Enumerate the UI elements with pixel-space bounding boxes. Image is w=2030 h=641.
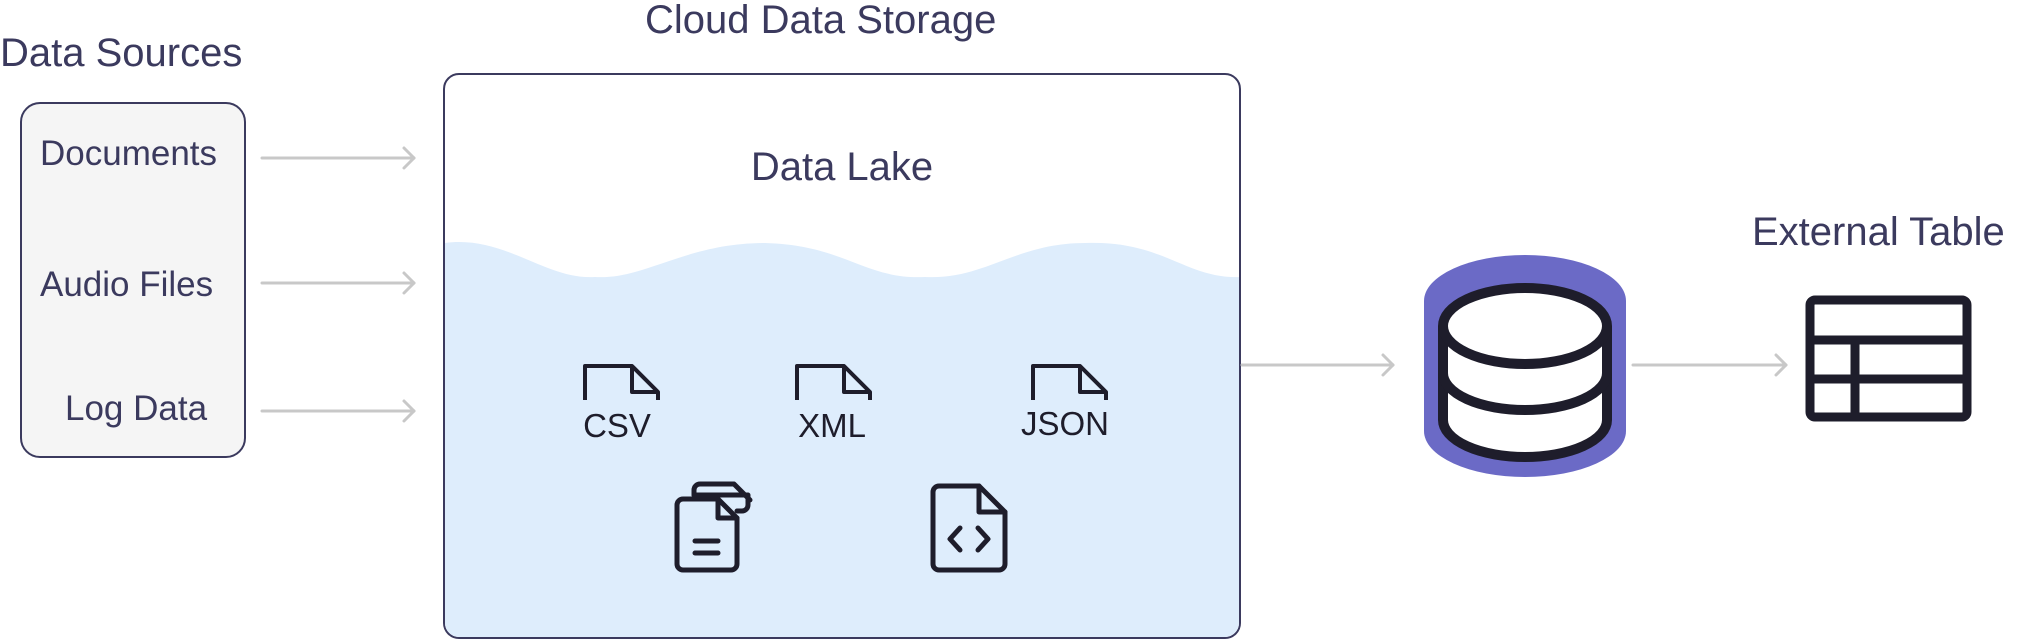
json-file-icon (1031, 364, 1108, 400)
cloud-data-storage-title: Cloud Data Storage (645, 0, 997, 42)
format-json: JSON (1021, 405, 1109, 442)
xml-file-icon (795, 364, 872, 400)
code-file-icon (930, 483, 1008, 573)
csv-file-icon (583, 364, 660, 400)
arrow-database-to-table (1631, 353, 1788, 377)
arrow-log-to-lake (260, 399, 416, 423)
external-table-title: External Table (1752, 210, 2005, 254)
water-fill (445, 242, 1239, 637)
format-xml: XML (798, 407, 866, 444)
data-lake-title: Data Lake (750, 145, 934, 189)
data-lake-panel: Data Lake (443, 73, 1241, 639)
documents-icon (674, 481, 753, 573)
database-icon (1424, 255, 1626, 477)
table-icon (1805, 295, 1972, 422)
source-documents: Documents (40, 134, 218, 173)
data-sources-title: Data Sources (0, 31, 243, 75)
arrow-documents-to-lake (260, 146, 416, 170)
source-log-data: Log Data (65, 389, 208, 428)
format-csv: CSV (583, 407, 651, 444)
source-audio-files: Audio Files (40, 265, 214, 304)
arrow-audio-to-lake (260, 271, 416, 295)
data-sources-panel: Documents Audio Files Log Data (20, 102, 246, 458)
arrow-lake-to-database (1240, 353, 1395, 377)
